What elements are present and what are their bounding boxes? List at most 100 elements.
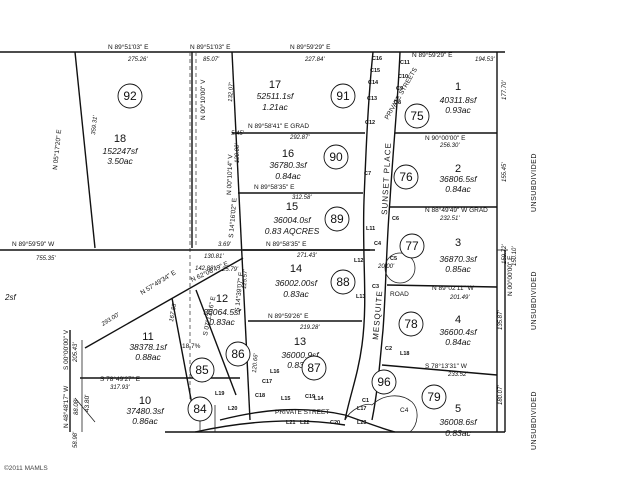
- lot-number: 3: [455, 237, 461, 249]
- lot-14: 14 36002.00sf 0.83ac: [275, 263, 319, 299]
- parcel-number: 84: [193, 402, 207, 416]
- parcel-number: 79: [427, 390, 441, 404]
- distance-label: 201.49': [449, 295, 470, 301]
- distance-label: 58.98': [73, 431, 79, 448]
- parcel-number: 92: [123, 89, 137, 103]
- distance-label: 755.35': [36, 256, 56, 262]
- lot-5: 5 36008.6sf 0.83ac: [439, 403, 478, 438]
- curve-tag: C6: [392, 216, 399, 222]
- curve-tag: C11: [400, 60, 410, 66]
- lot-ac: 0.84ac: [445, 337, 471, 347]
- distance-label: 120.00': [235, 143, 241, 163]
- bearing-label: S 78°13'31" W: [425, 362, 468, 370]
- curve-tag: C7: [364, 171, 371, 177]
- distance-label: 232.51': [439, 216, 460, 222]
- bearing-label: N 89°58'41" E GRAD: [248, 122, 309, 130]
- lot-1: 1 40311.8sf 0.93ac: [440, 81, 478, 115]
- bearing-label: N 89°59'59" W: [12, 240, 55, 248]
- curve-tag: C4: [374, 241, 382, 247]
- distance-label: 167.85': [169, 301, 178, 322]
- lot-number: 15: [286, 201, 298, 213]
- lot-17: 17 52511.1sf 1.21ac: [257, 79, 295, 112]
- curve-tag: L13: [356, 294, 365, 300]
- lot-sf: 37480.3sf: [126, 406, 165, 416]
- bearing-label: N 89°59'26" E: [268, 312, 309, 320]
- lot-number: 4: [455, 314, 461, 326]
- parcel-circle-75: 75: [404, 103, 430, 129]
- private-street-bottom-label: PRIVATE STREET: [275, 409, 329, 416]
- distance-label: 142.88': [195, 266, 215, 272]
- distance-label: 271.43': [296, 253, 317, 259]
- lot-number: 13: [294, 336, 306, 348]
- bearing-label: N 57°49'34" E: [139, 268, 178, 297]
- distance-label: 312.58': [292, 195, 312, 201]
- distance-label: 3.69': [218, 242, 232, 248]
- lot-ac: 0.83ac: [445, 428, 471, 438]
- sf-edge-label: 2sf: [4, 293, 16, 302]
- curve-tag: C18: [255, 393, 265, 399]
- distance-label: 359.31': [91, 114, 99, 135]
- road-east-edge: [371, 51, 401, 421]
- lot11-12-top-line: [84, 257, 244, 349]
- parcel-circle-87: 87: [301, 355, 327, 381]
- curve-tag: C15: [370, 68, 380, 74]
- cul-de-sac-circle: [384, 252, 416, 284]
- curve-tag: L14: [314, 396, 324, 402]
- curve-tag: C17: [262, 379, 272, 385]
- parcel-number: 86: [231, 347, 245, 361]
- curve-tag: C3: [372, 284, 379, 290]
- parcel-number: 88: [336, 275, 350, 289]
- curve-tag: C20: [330, 420, 340, 426]
- distance-label: 20.00': [377, 264, 395, 270]
- lot-number: 10: [139, 395, 151, 407]
- lot-number: 5: [455, 403, 461, 415]
- lot18-east-line: [74, 51, 96, 249]
- curve-tag: C10: [398, 74, 408, 80]
- bearing-label: N 89°51'03" E: [108, 43, 149, 51]
- lot-ac: 0.86ac: [132, 416, 158, 426]
- lot-number: 12: [216, 293, 228, 305]
- unsubdivided-label-3: UNSUBDIVIDED: [531, 391, 538, 450]
- bearing-label: N 89°58'35" E: [254, 183, 295, 191]
- road-label: ROAD: [390, 291, 409, 298]
- parcel-circle-88: 88: [330, 269, 356, 295]
- curve-tag: C1: [362, 398, 369, 404]
- parcel-circle-84: 84: [187, 396, 213, 422]
- unsubdivided-label-2: UNSUBDIVIDED: [531, 271, 538, 330]
- lot-ac: 1.21ac: [262, 102, 288, 112]
- lot-number: 18: [114, 133, 126, 145]
- bearing-label: N 05°17'20" E: [51, 128, 63, 170]
- lot3-4-divider: [386, 284, 498, 288]
- parcel-circle-85: 85: [189, 357, 215, 383]
- distance-label: 155.45': [502, 162, 508, 182]
- distance-label: 5.45': [231, 131, 245, 137]
- bearing-label: N 48°48'17" W: [62, 385, 70, 428]
- lot4-5-divider: [381, 364, 498, 376]
- distance-label: 177.70': [502, 80, 508, 100]
- parcel-circle-76: 76: [393, 164, 419, 190]
- lot-12: 12 36064.5sf 0.83ac: [203, 293, 242, 327]
- bearing-label: N 00°10'00" V: [199, 79, 207, 120]
- distance-label: 130.81': [204, 254, 224, 260]
- lot-sf: 36004.0sf: [273, 215, 312, 225]
- distance-label: 125.57': [242, 268, 249, 289]
- distance-label: 135.87': [498, 310, 504, 330]
- zone-label: 18.7%: [182, 343, 201, 350]
- parcel-circle-91: 91: [330, 83, 356, 109]
- lot-sf: 36064.5sf: [203, 307, 242, 317]
- bearing-label: N 89°02'11" W: [432, 284, 475, 292]
- lot-sf: 36780.3sf: [269, 160, 308, 170]
- lot10-corner-line: [74, 397, 96, 423]
- private-street-top: [219, 408, 396, 433]
- lot-sf: 40311.8sf: [440, 95, 478, 105]
- lot-sf: 36870.3sf: [439, 254, 478, 264]
- distance-label: 256.30': [439, 143, 460, 149]
- curve-tag: L15: [281, 396, 290, 402]
- curve-tag: L23: [357, 420, 366, 426]
- curve-tag: C13: [367, 96, 377, 102]
- parcel-number: 91: [336, 89, 350, 103]
- ca-label: C4: [400, 407, 409, 414]
- lot-2: 2 36806.5sf 0.84ac: [439, 163, 478, 194]
- parcel-number: 78: [404, 317, 418, 331]
